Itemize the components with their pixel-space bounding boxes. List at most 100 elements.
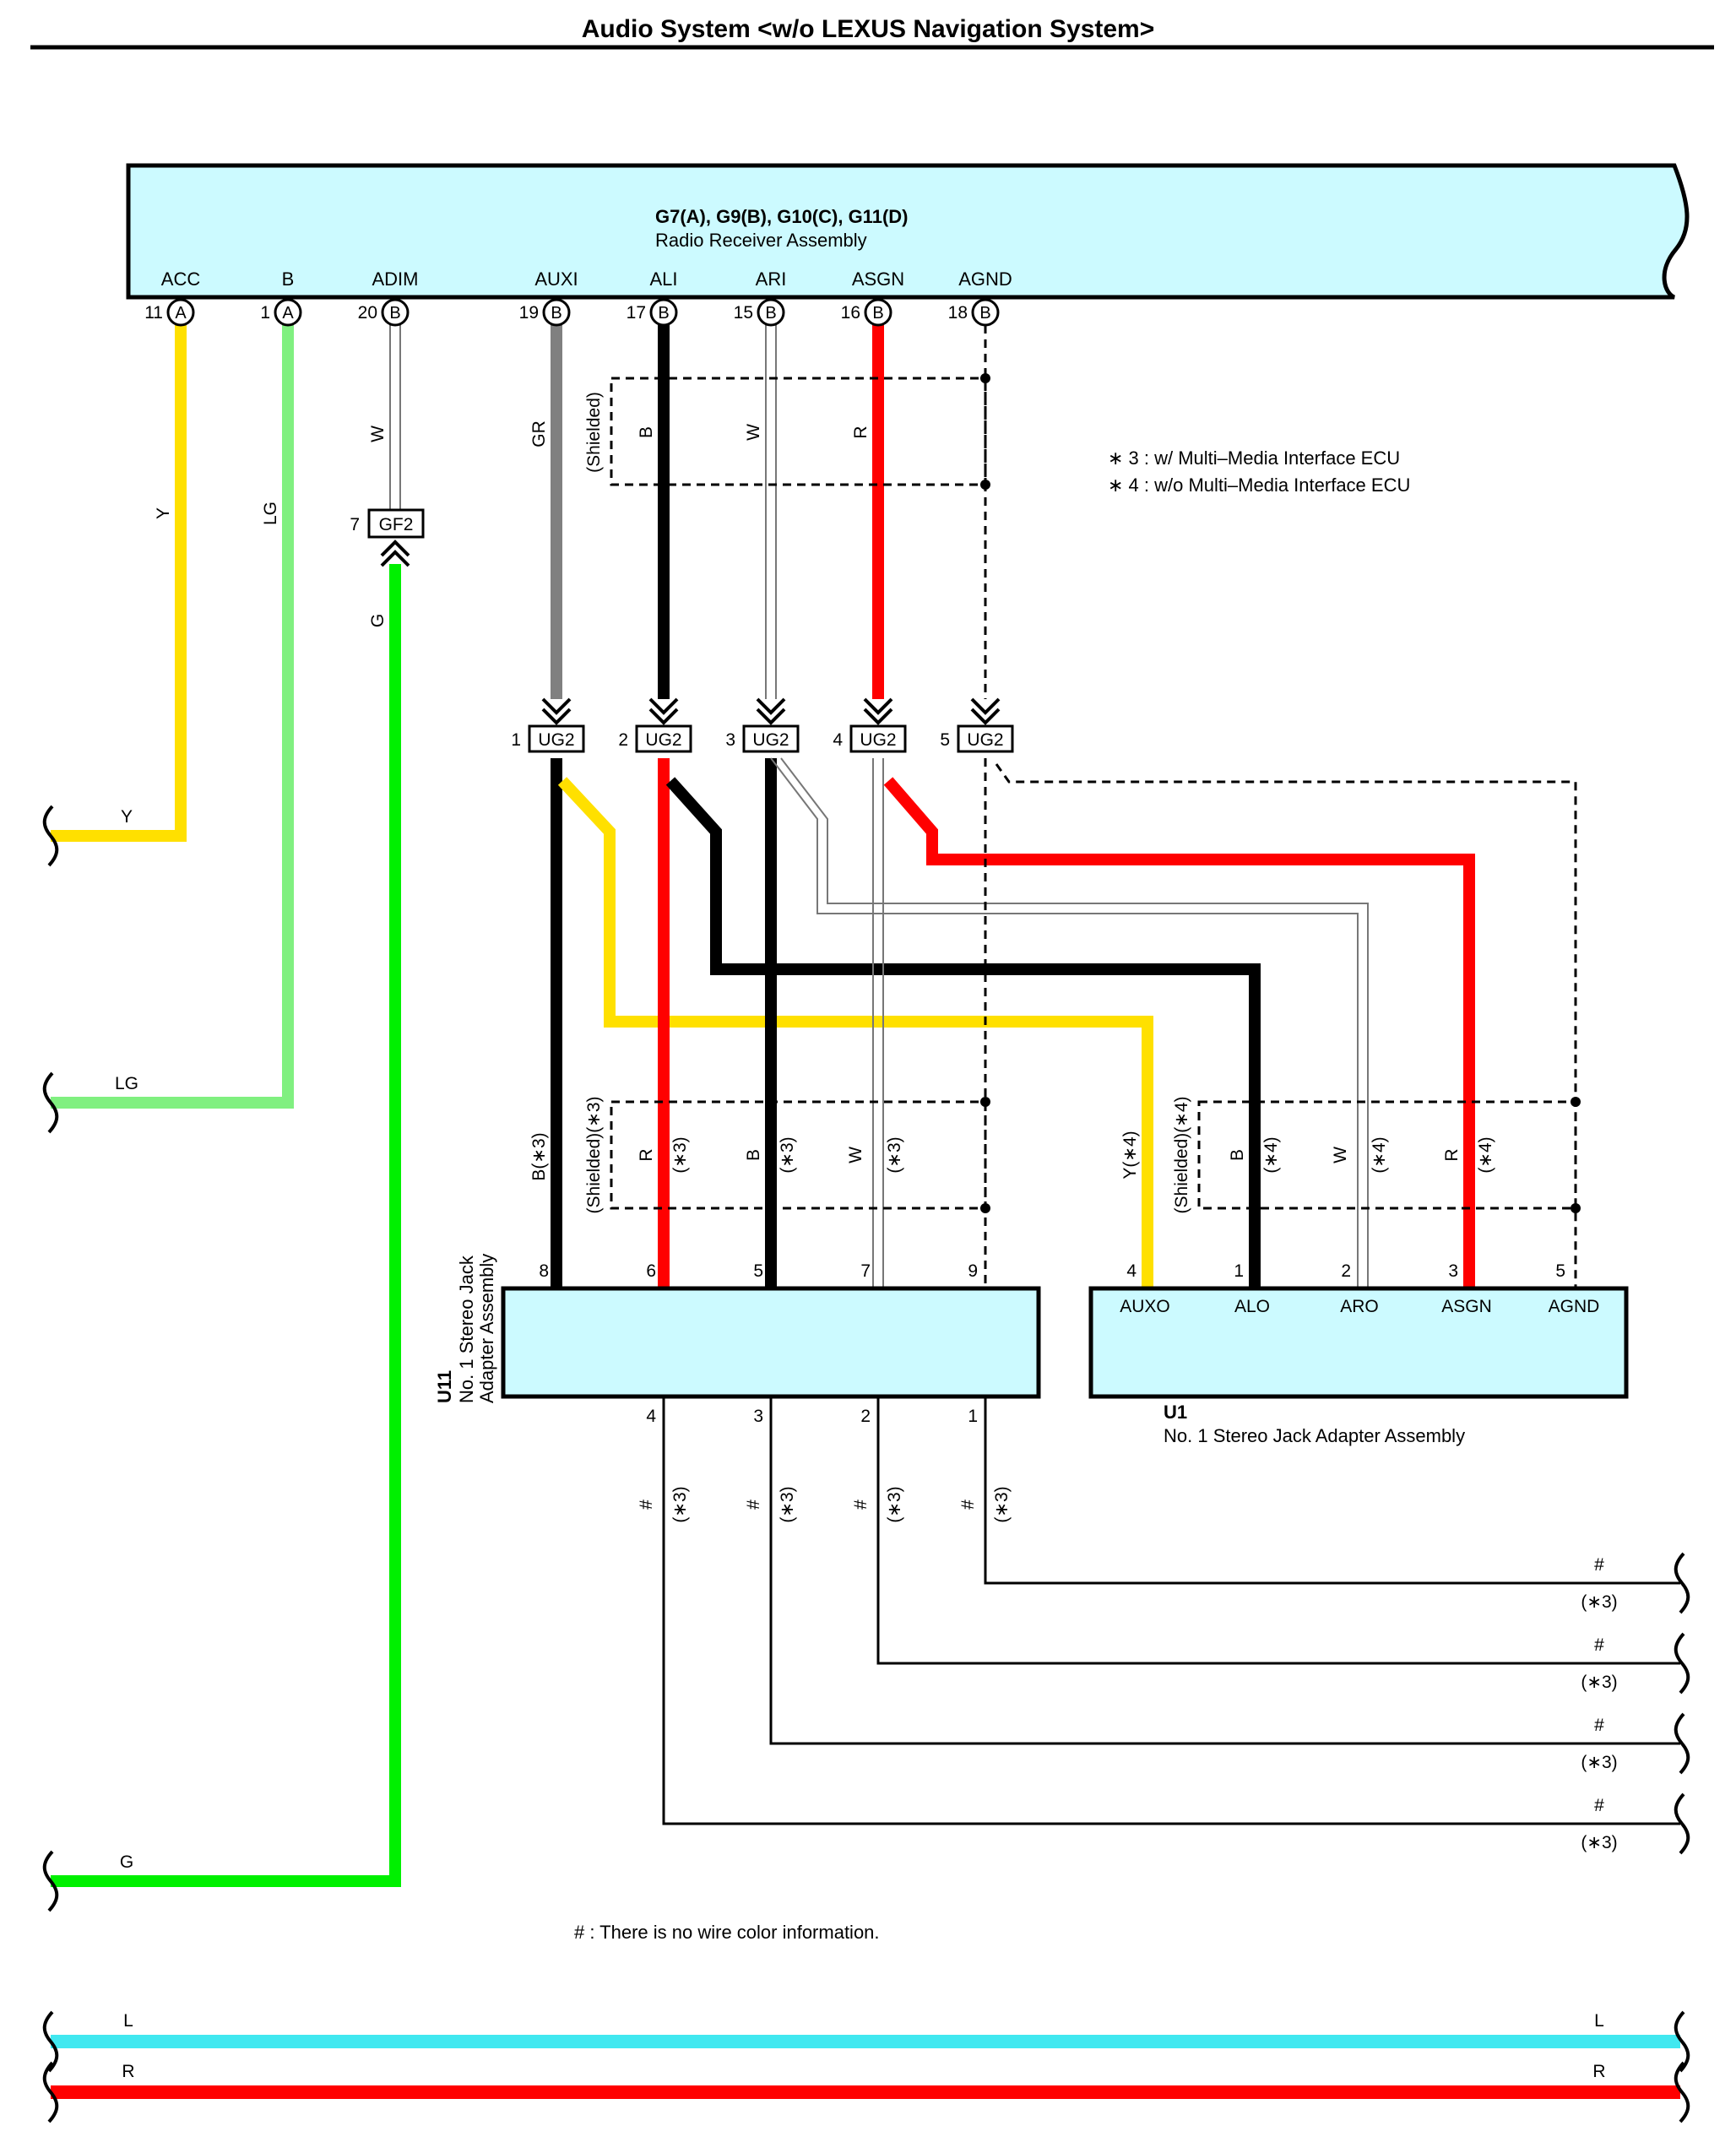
continuation-brace <box>42 1850 59 1912</box>
continuation-brace <box>42 2061 59 2123</box>
hash-footnote: # : There is no wire color information. <box>574 1922 880 1943</box>
wire-label: (Shielded)(∗3) <box>584 1097 604 1214</box>
ug2-label: UG2 <box>645 730 681 750</box>
bottom-wire-labels: # (∗3) # (∗3) # (∗3) # (∗3) <box>637 1486 1012 1522</box>
ug2-box <box>528 724 585 753</box>
bus-label: R <box>1592 2062 1605 2081</box>
ug2-box <box>742 724 800 753</box>
u11-bottom-pins: 4 3 2 1 <box>646 1407 978 1426</box>
terminal-pin: 16 <box>841 303 860 323</box>
wire-label: # <box>1594 1555 1604 1575</box>
terminal-label-adim: ADIM <box>372 268 419 290</box>
shield-dot <box>1571 1203 1581 1213</box>
wire-label: B <box>637 426 656 438</box>
chevron-up-icon <box>380 540 410 557</box>
gf2-connector <box>367 508 425 539</box>
wire-label: # <box>851 1500 871 1510</box>
terminal-pin: 11 <box>144 303 163 323</box>
chevron-down-icon <box>541 708 572 725</box>
chevron-up-icon <box>380 550 410 567</box>
ug2-label: UG2 <box>967 730 1003 750</box>
ug2-box <box>957 724 1014 753</box>
shield-top <box>610 377 987 486</box>
shield-dot <box>980 1203 990 1213</box>
pin-label: ARO <box>1340 1297 1379 1316</box>
bus-label: L <box>123 2011 133 2031</box>
terminal-pin: 18 <box>948 303 968 323</box>
u11-name-2: Adapter Assembly <box>476 1254 497 1403</box>
chevron-down-icon <box>756 697 786 715</box>
continuation-brace <box>1674 1712 1690 1775</box>
pin-number: 3 <box>1448 1261 1458 1281</box>
wire-label: W <box>744 424 763 441</box>
wire-label: (∗4) <box>1261 1136 1281 1173</box>
chevron-down-icon <box>863 697 893 715</box>
wire-label: # <box>1594 1716 1604 1735</box>
wire-label: W <box>368 426 388 442</box>
terminal-label-asgn: ASGN <box>852 268 904 290</box>
wire-label: W <box>846 1147 865 1163</box>
radio-code: G7(A), G9(B), G10(C), G11(D) <box>655 206 908 227</box>
wire-label: B <box>1228 1149 1247 1161</box>
chevron-down-icon <box>970 697 1001 715</box>
pin-label: ALO <box>1234 1297 1270 1316</box>
terminal-circle <box>381 298 410 327</box>
terminal-label-acc: ACC <box>161 268 201 290</box>
ug2-label: UG2 <box>538 730 574 750</box>
wire-yellow-auxo <box>557 777 1153 1288</box>
pin-label: ASGN <box>1441 1297 1492 1316</box>
shield-dot <box>980 1097 990 1107</box>
wire-label: # <box>637 1500 656 1510</box>
shield-u11 <box>610 1100 987 1210</box>
wire-label: R <box>1442 1148 1462 1161</box>
wire-label: GR <box>529 420 549 447</box>
ug2-pin: 4 <box>833 730 843 750</box>
continuation-brace <box>1674 2061 1690 2123</box>
wire-label: Y(∗4) <box>1120 1131 1140 1179</box>
bus-label: R <box>122 2062 134 2081</box>
wire-label: LG <box>261 502 280 525</box>
pin-number: 4 <box>1126 1261 1137 1281</box>
wire-label: # <box>744 1500 763 1510</box>
terminal-pin: 17 <box>627 303 646 323</box>
u11-box <box>501 1286 1041 1399</box>
diagram-title: Audio System <w/o LEXUS Navigation Syste… <box>582 15 1155 43</box>
terminal-pin: 1 <box>260 303 270 323</box>
wire-red-asgn <box>883 777 1475 1288</box>
terminal-circle <box>274 298 302 327</box>
continuation-brace <box>1674 2010 1690 2073</box>
terminal-conn: B <box>872 304 883 323</box>
wire-label: (∗3) <box>992 1486 1012 1522</box>
ug2-box <box>849 724 907 753</box>
bus-label: L <box>1594 2011 1604 2031</box>
chevron-down-icon <box>541 697 572 715</box>
terminal-label-ali: ALI <box>649 268 677 290</box>
ug2-pin: 3 <box>725 730 735 750</box>
terminal-circle <box>649 298 678 327</box>
pin-number: 9 <box>968 1261 978 1281</box>
note-3: ∗ 3 : w/ Multi–Media Interface ECU <box>1108 447 1400 469</box>
terminal-conn: A <box>282 304 294 323</box>
wire-label: (∗3) <box>885 1486 904 1522</box>
continuation-brace <box>42 1071 59 1134</box>
wire-label: (∗3) <box>1581 1833 1617 1852</box>
wire-label: G <box>120 1852 133 1872</box>
pin-label: AGND <box>1549 1297 1600 1316</box>
terminal-circle <box>757 298 785 327</box>
pin-number: 2 <box>860 1407 871 1426</box>
chevron-down-icon <box>756 708 786 725</box>
wire-label: (∗4) <box>1476 1136 1495 1173</box>
terminal-pin: 19 <box>519 303 539 323</box>
terminal-circle <box>971 298 1000 327</box>
terminal-pins: 11 1 20 19 17 15 16 18 <box>144 303 968 323</box>
wire-u11-pin4 <box>662 1396 1680 1825</box>
chevron-down-icon <box>863 708 893 725</box>
continuation-brace <box>42 805 59 867</box>
wire-dashed-agnd <box>995 763 1577 1288</box>
pin-label: AUXO <box>1120 1297 1170 1316</box>
wire-lg-b <box>51 325 294 1109</box>
wire-label: (∗3) <box>670 1486 690 1522</box>
wire-label: (Shielded) <box>584 392 604 473</box>
pin-number: 5 <box>1555 1261 1565 1281</box>
